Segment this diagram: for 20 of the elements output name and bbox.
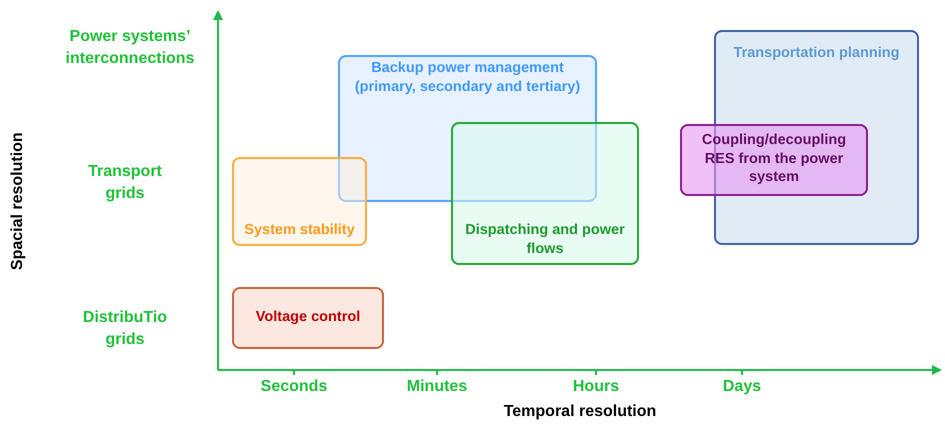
axis-category-label: Power systems’ interconnections <box>64 27 196 70</box>
tick-label: Days <box>722 377 762 397</box>
axis-title: Temporal resolution <box>502 402 658 422</box>
area-label: Coupling/decoupling RES from the power system <box>700 130 848 188</box>
management-box <box>338 55 597 202</box>
coupling-box <box>680 124 868 196</box>
area-label: Dispatching and power flows <box>464 221 626 259</box>
control-box <box>232 287 384 349</box>
area-label: Voltage control <box>256 308 360 326</box>
stability-box <box>232 157 367 246</box>
tick-label: Hours <box>572 377 620 397</box>
area-label: Backup power management (primary, secondary and tertiary) <box>354 59 582 97</box>
axis-category-label: DistribuTio grids <box>82 308 168 350</box>
dispatch-box <box>451 122 639 265</box>
area-label: System stability <box>244 221 355 240</box>
axis-title: Spacial resolution <box>8 131 27 272</box>
tick-label: Seconds <box>260 377 328 397</box>
axis-category-label: Transport grids <box>87 162 163 204</box>
area-label: Transportation planning <box>734 44 900 63</box>
tick-label: Minutes <box>406 377 468 397</box>
